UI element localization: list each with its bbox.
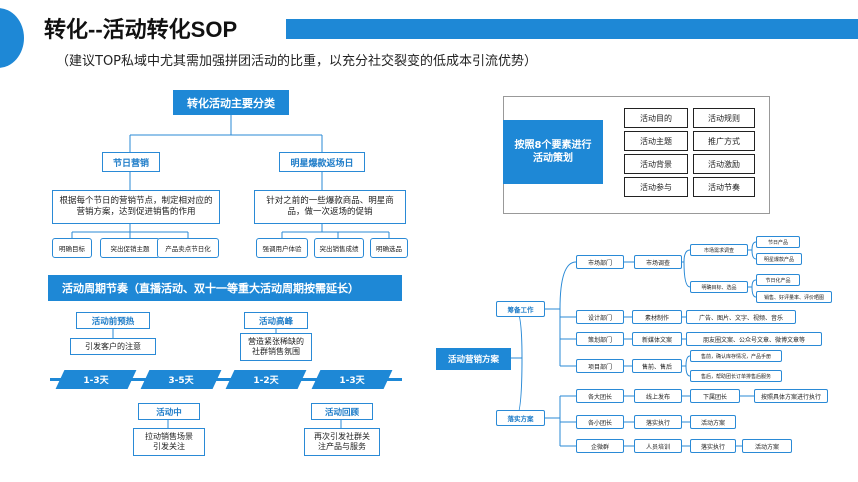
plan-exec: 落实方案 bbox=[496, 410, 545, 426]
peak-desc: 营造紧张稀缺的社群销售氛围 bbox=[240, 333, 312, 361]
dist-groups: 下属团长 bbox=[690, 389, 740, 403]
festival-products: 节日化产品 bbox=[756, 274, 800, 286]
online-release: 线上发布 bbox=[634, 389, 682, 403]
page-title: 转化--活动转化SOP bbox=[44, 17, 238, 42]
plan-1: 活动方案 bbox=[690, 415, 736, 429]
design-dept: 设计部门 bbox=[576, 310, 624, 324]
holiday-products: 节日产品 bbox=[756, 236, 800, 248]
review-desc: 再次引发社群关注产品与服务 bbox=[304, 428, 380, 456]
element-item-4: 推广方式 bbox=[693, 131, 755, 151]
captain-small: 各小团长 bbox=[576, 415, 624, 429]
title-accent-bar bbox=[286, 19, 858, 39]
presale-desc-1: 售前，确认库存情况，产品手册 bbox=[690, 350, 782, 362]
pre-heat-desc: 引发客户的注意 bbox=[70, 338, 156, 355]
hot-return-desc: 针对之前的一些爆款商品、明星商品，做一次返场的促销 bbox=[254, 190, 406, 224]
elements-title: 按照8个要素进行活动策划 bbox=[503, 120, 603, 184]
plan-prep: 筹备工作 bbox=[496, 301, 545, 317]
market-research: 市场调查 bbox=[634, 255, 682, 269]
clear-goals: 明确目标、选品 bbox=[690, 281, 748, 293]
project-dept: 项目部门 bbox=[576, 359, 624, 373]
element-item-3: 活动主题 bbox=[624, 131, 688, 151]
training: 人员培训 bbox=[634, 439, 682, 453]
execute-1: 落实执行 bbox=[634, 415, 682, 429]
follow-plan: 按照具体方案进行执行 bbox=[754, 389, 828, 403]
timeline-duration-3: 1-2天 bbox=[253, 376, 279, 386]
timeline-duration-1: 1-3天 bbox=[83, 376, 109, 386]
festival-tag-1: 明确目标 bbox=[52, 238, 92, 258]
element-item-8: 活动节奏 bbox=[693, 177, 755, 197]
page-subtitle: （建议TOP私域中尤其需加强拼团活动的比重，以充分社交裂变的低成本引流优势） bbox=[56, 54, 538, 69]
plan-root: 活动营销方案 bbox=[436, 348, 511, 370]
element-item-7: 活动参与 bbox=[624, 177, 688, 197]
element-item-5: 活动背景 bbox=[624, 154, 688, 174]
hot-return-tag-2: 突出销售成绩 bbox=[314, 238, 364, 258]
festival-marketing-desc: 根据每个节日的营销节点，制定相对应的营销方案，达到促进销售的作用 bbox=[52, 190, 220, 224]
element-item-1: 活动目的 bbox=[624, 108, 688, 128]
planning-dept: 策划部门 bbox=[576, 332, 624, 346]
mid-activity-label: 活动中 bbox=[138, 403, 200, 420]
captain-big: 各大团长 bbox=[576, 389, 624, 403]
timeline-bar bbox=[50, 378, 402, 381]
star-products: 明星爆款产品 bbox=[756, 253, 802, 265]
element-item-2: 活动规则 bbox=[693, 108, 755, 128]
hot-return-label: 明星爆款返场日 bbox=[279, 152, 365, 172]
mid-activity-desc: 拉动销售场景引发关注 bbox=[133, 428, 205, 456]
festival-tag-3: 产品卖点节日化 bbox=[157, 238, 219, 258]
categories-root: 转化活动主要分类 bbox=[173, 90, 289, 115]
cycle-banner: 活动周期节奏（直播活动、双十一等重大活动周期按需延长） bbox=[48, 275, 402, 301]
materials-desc: 广告、图片、文字、视频、音乐 bbox=[686, 310, 796, 324]
review-label: 活动回顾 bbox=[311, 403, 373, 420]
presale-desc-2: 售后，帮助团长订单排售后服务 bbox=[690, 370, 782, 382]
festival-marketing-label: 节日营销 bbox=[102, 152, 160, 172]
plan-2: 活动方案 bbox=[742, 439, 792, 453]
new-media-desc: 朋友圈文案、公众号文章、微博文章等 bbox=[686, 332, 822, 346]
execute-2: 落实执行 bbox=[690, 439, 736, 453]
hot-return-tag-1: 强调用户体验 bbox=[256, 238, 308, 258]
element-item-6: 活动激励 bbox=[693, 154, 755, 174]
materials: 素材制作 bbox=[632, 310, 682, 324]
pre-heat-label: 活动前预热 bbox=[76, 312, 150, 329]
sales-goals: 销售、好评量率、评价晒图 bbox=[756, 291, 832, 303]
peak-label: 活动高峰 bbox=[244, 312, 308, 329]
timeline-duration-2: 3-5天 bbox=[168, 376, 194, 386]
hot-return-tag-3: 明确选品 bbox=[370, 238, 408, 258]
festival-tag-2: 突出促销主题 bbox=[100, 238, 160, 258]
timeline-duration-4: 1-3天 bbox=[339, 376, 365, 386]
enterprise-wechat: 企微群 bbox=[576, 439, 624, 453]
new-media: 新媒体文案 bbox=[632, 332, 682, 346]
market-demand: 市场需求调查 bbox=[690, 244, 748, 256]
market-dept: 市场部门 bbox=[576, 255, 624, 269]
presale: 售前、售后 bbox=[632, 359, 682, 373]
